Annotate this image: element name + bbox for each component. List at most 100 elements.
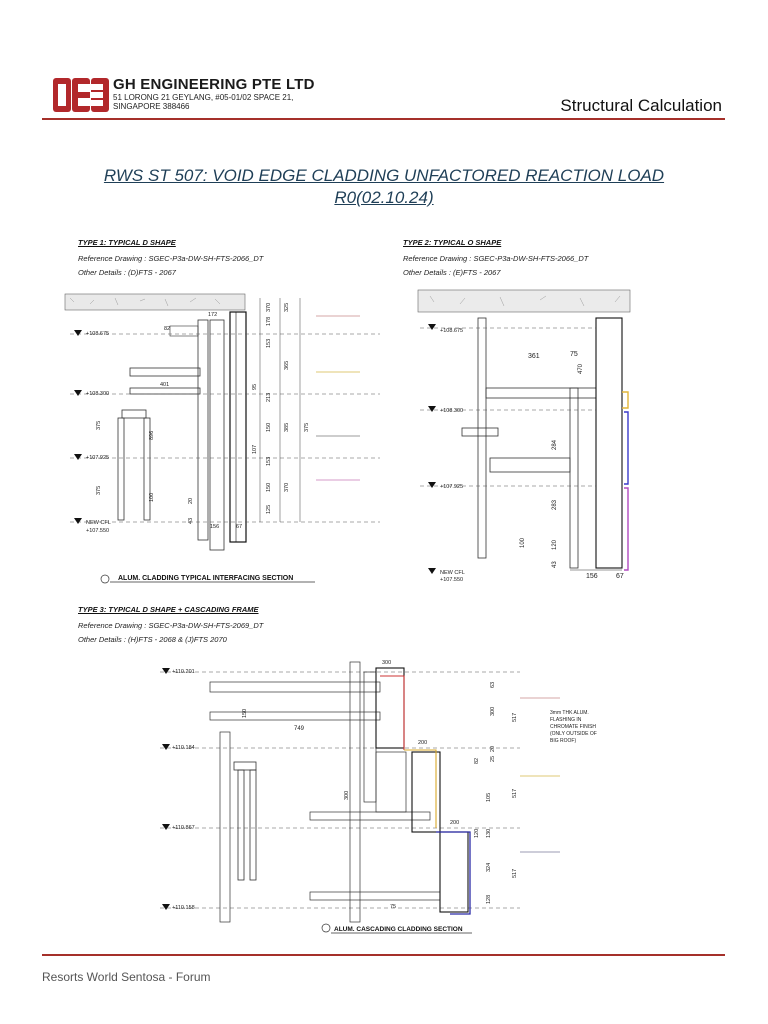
type3-level-3: +110.867 [172,825,195,831]
type3-dim-20: 20 [490,746,496,752]
type3-dim-200a: 200 [418,740,427,746]
type2-dim-470: 470 [578,363,584,374]
type1-level-4: NEW CFL [86,520,111,526]
type2-section-drawing: +108.675 +108.300 +107.925 NEW CFL +107.… [417,289,631,583]
type1-dim-43: 43 [188,518,194,524]
type3-dim-517b: 517 [512,789,518,798]
type3-dim-82: 82 [474,758,480,764]
page-title-line1: RWS ST 507: VOID EDGE CLADDING UNFACTORE… [103,166,665,185]
type3-section-label: ALUM. CASCADING CLADDING SECTION [334,926,463,933]
type1-level-5: +107.550 [86,528,109,534]
type3-note-line2: FLASHING IN [550,717,582,723]
type2-level-3: +107.925 [440,484,463,490]
type1-section-label: ALUM. CLADDING TYPICAL INTERFACING SECTI… [118,575,293,582]
type2-level-1: +108.675 [440,328,463,334]
type1-dim-r10: 375 [304,423,310,432]
company-name: GH ENGINEERING PTE LTD [113,76,315,93]
type1-dim-r13: 150 [266,483,272,492]
type2-dim-43: 43 [552,561,558,568]
type2-level-5: +107.550 [440,577,463,583]
type1-dim-r4: 153 [266,339,272,348]
type1-dim-r14: 370 [284,483,290,492]
type1-heading: TYPE 1: TYPICAL D SHAPE [78,238,176,247]
logo-mark [53,78,109,112]
type1-dim-r12: 153 [266,457,272,466]
type2-dim-283: 283 [552,499,558,510]
type1-other-details: Other Details : (D)FTS - 2067 [78,268,176,277]
type1-dim-r9: 385 [284,423,290,432]
type1-dim-r7: 213 [266,393,272,402]
company-address-line1: 51 LORONG 21 GEYLANG, #05-01/02 SPACE 21… [113,93,294,102]
type1-dim-896: 896 [149,431,155,440]
type1-dim-20: 20 [188,498,194,504]
type1-dim-r8: 150 [266,423,272,432]
type1-level-1: +108.675 [86,331,109,337]
company-address-line2: SINGAPORE 388466 [113,102,190,111]
type1-dim-r3: 178 [266,317,272,326]
type1-dim-401: 401 [160,382,169,388]
type2-dim-75: 75 [570,351,578,358]
type3-dim-128: 128 [486,895,492,904]
type1-reference: Reference Drawing : SGEC-P3a-DW-SH-FTS-2… [78,254,264,263]
company-logo [53,76,109,114]
type2-other-details: Other Details : (E)FTS - 2067 [403,268,501,277]
type3-dim-150: 150 [242,709,248,718]
footer-project-name: Resorts World Sentosa - Forum [42,970,211,984]
type3-dim-105: 105 [486,793,492,802]
type3-dim-63: 63 [490,682,496,688]
type2-dim-156: 156 [586,573,598,580]
type1-level-2: +108.300 [86,391,109,397]
type1-dim-156: 156 [210,524,219,530]
type1-level-3: +107.925 [86,455,109,461]
type2-level-4: NEW CFL [440,570,465,576]
footer-divider [42,954,725,956]
type1-dim-r5: 365 [284,361,290,370]
type3-reference: Reference Drawing : SGEC-P3a-DW-SH-FTS-2… [78,621,264,630]
type1-dim-r2: 325 [284,303,290,312]
type3-dim-300c: 300 [490,707,496,716]
type3-dim-25: 25 [490,756,496,762]
type1-dim-r6: 95 [252,384,258,390]
type2-level-2: +108.300 [440,408,463,414]
type3-note-line1: 3mm THK ALUM. [550,710,589,716]
type3-note-line3: CHROMATE FINISH [550,724,596,730]
type3-dim-517c: 517 [512,869,518,878]
type3-other-details: Other Details : (H)FTS - 2068 & (J)FTS 2… [78,635,227,644]
type2-dim-284: 284 [552,439,558,450]
type1-section-drawing: +108.675 +108.300 +107.925 NEW CFL +107.… [64,293,380,584]
type1-dim-375c: 375 [96,486,102,495]
type1-dim-r1: 370 [266,303,272,312]
type3-heading: TYPE 3: TYPICAL D SHAPE + CASCADING FRAM… [78,605,259,614]
type2-dim-120: 120 [552,539,558,550]
header-divider [42,118,725,120]
type1-dim-r15: 125 [266,505,272,514]
type3-dim-324: 324 [486,863,492,872]
type3-level-2: +110.184 [172,745,195,751]
type3-level-1: +110.201 [172,669,195,675]
type3-dim-200b: 200 [450,820,459,826]
type1-dim-82: 82 [164,326,170,332]
page-title-line2: R0(02.10.24) [334,188,434,207]
type1-dim-67: 67 [236,524,242,530]
type1-dim-375a: 375 [96,421,102,430]
type3-section-drawing: +110.201 +110.184 +110.867 +110.158 300 … [160,660,597,934]
type3-dim-75: 75 [390,904,396,910]
document-type: Structural Calculation [560,96,722,115]
type3-dim-300a: 300 [382,660,391,666]
type3-note-line5: BIG ROOF) [550,738,576,744]
type2-reference: Reference Drawing : SGEC-P3a-DW-SH-FTS-2… [403,254,589,263]
type2-dim-100: 100 [520,537,526,548]
type3-level-4: +110.158 [172,905,195,911]
type3-dim-517a: 517 [512,713,518,722]
type1-dim-r11: 107 [252,445,258,454]
type1-dim-100: 100 [149,493,155,502]
type2-dim-67: 67 [616,573,624,580]
type3-dim-300b: 300 [344,791,350,800]
type1-dim-172: 172 [208,312,217,318]
type3-dim-749: 749 [294,726,305,732]
type3-dim-130: 130 [486,829,492,838]
type2-dim-361: 361 [528,353,540,360]
type3-note-line4: (ONLY OUTSIDE OF [550,731,597,737]
type3-dim-120: 120 [474,829,480,838]
type2-heading: TYPE 2: TYPICAL O SHAPE [403,238,502,247]
